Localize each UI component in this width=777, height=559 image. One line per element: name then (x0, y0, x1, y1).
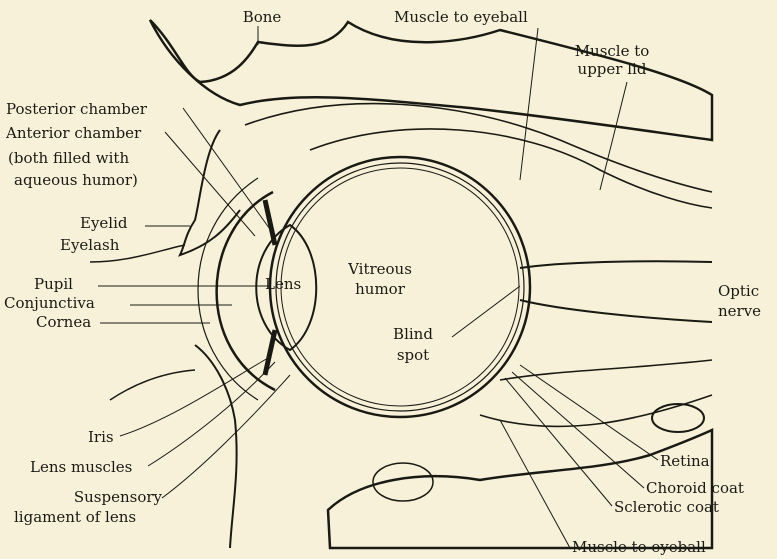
leader-muscle-bottom (500, 420, 570, 548)
label-blind-2: spot (378, 346, 448, 364)
label-eyelash: Eyelash (60, 236, 119, 254)
label-retina: Retina (660, 452, 710, 470)
leader-sclerotic (505, 378, 612, 506)
label-muscle-to-upper-lid-1: Muscle to (572, 42, 652, 60)
leader-anterior (165, 132, 255, 236)
label-blind-1: Blind (378, 325, 448, 343)
label-vitreous-2: humor (340, 280, 420, 298)
label-bone: Bone (232, 8, 292, 26)
muscle-lower (480, 360, 712, 426)
label-muscle-to-eyeball-bottom: Muscle to eyeball (572, 538, 706, 556)
label-muscle-to-upper-lid-2: upper lid (572, 60, 652, 78)
leader-suspensory (162, 375, 290, 498)
label-suspensory-2: ligament of lens (14, 508, 136, 526)
label-muscle-to-eyeball-top: Muscle to eyeball (394, 8, 528, 26)
upper-bone (150, 20, 712, 140)
muscle-upper (245, 104, 712, 208)
label-iris: Iris (88, 428, 114, 446)
label-optic-1: Optic (718, 282, 759, 300)
lower-lid (195, 345, 237, 548)
optic-nerve (520, 261, 712, 322)
face-skin-lower (110, 370, 195, 400)
leader-upper-lid (600, 82, 627, 190)
label-sclerotic: Sclerotic coat (614, 498, 719, 516)
label-suspensory-1: Suspensory (14, 488, 162, 506)
leader-retina (520, 365, 658, 460)
label-both-filled-2: aqueous humor) (14, 171, 138, 189)
bone-cavity (652, 404, 704, 432)
label-cornea: Cornea (36, 313, 91, 331)
leader-choroid (512, 372, 644, 488)
label-lens: Lens (265, 275, 301, 293)
leader-muscle-top (520, 28, 538, 180)
leader-blind (452, 286, 520, 337)
label-pupil: Pupil (34, 275, 73, 293)
label-eyelid: Eyelid (80, 214, 128, 232)
label-optic-2: nerve (718, 302, 761, 320)
label-choroid: Choroid coat (646, 479, 744, 497)
label-both-filled-1: (both filled with (8, 149, 129, 167)
label-vitreous-1: Vitreous (340, 260, 420, 278)
label-conjunctiva: Conjunctiva (4, 294, 95, 312)
label-anterior-chamber: Anterior chamber (6, 124, 141, 142)
label-lens-muscles: Lens muscles (30, 458, 132, 476)
label-posterior-chamber: Posterior chamber (6, 100, 147, 118)
